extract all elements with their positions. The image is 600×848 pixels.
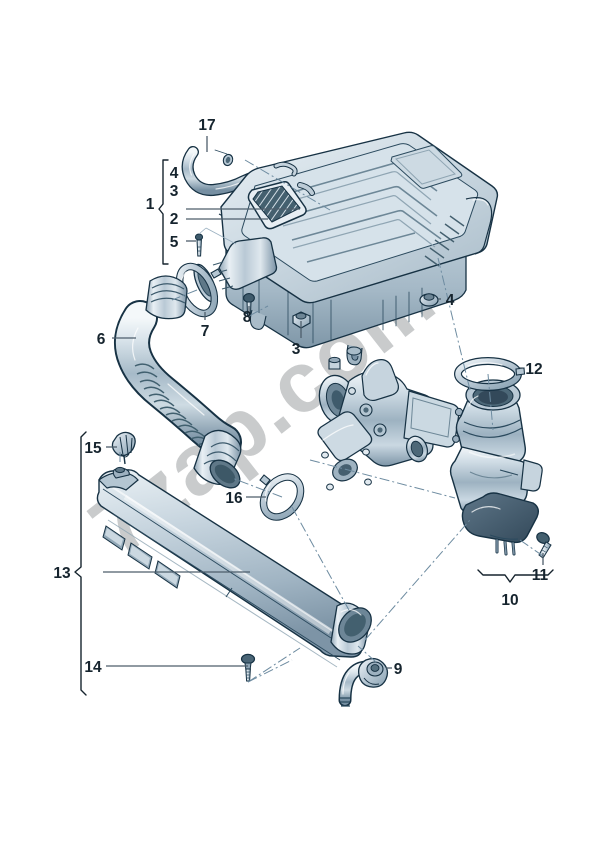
callout-16: 16 — [225, 490, 243, 507]
hose-bellows — [134, 363, 219, 450]
part-15-retaining-clip — [111, 431, 136, 465]
axis-duct-throttle — [364, 519, 471, 641]
callout-9: 9 — [394, 661, 403, 678]
callout-5: 5 — [170, 234, 179, 251]
callout-11: 11 — [532, 567, 549, 584]
callout-4-upper: 4 — [170, 165, 179, 182]
part-16-hose-clamp-lower — [259, 473, 305, 521]
axis-clamp12-throttle — [487, 373, 494, 431]
callout-3-upper: 3 — [170, 183, 179, 200]
bracket-group-1 — [158, 159, 169, 265]
axis-bolt14-duct — [247, 659, 293, 683]
part-13-air-intake-duct — [96, 466, 372, 668]
part-4-rubber-mount-right — [419, 293, 439, 307]
part-12-hose-clamp-throttle — [454, 357, 526, 391]
part-8-bolt — [243, 293, 255, 317]
part-9-breather-hose — [338, 657, 389, 707]
callout-12: 12 — [525, 361, 542, 378]
axis-bolt11-module — [519, 539, 544, 557]
axis-housing-throttle — [437, 257, 471, 391]
callout-8: 8 — [243, 309, 252, 326]
callout-3-lower: 3 — [292, 341, 301, 358]
hose-upper-cuff — [145, 275, 188, 320]
callout-13: 13 — [53, 565, 71, 582]
part-10-throttle-valve-module — [449, 379, 543, 556]
part-11-throttle-module-bolt — [536, 532, 552, 559]
axis-turbo-throttle — [309, 459, 456, 499]
callout-7: 7 — [201, 323, 210, 340]
axis-hose9-duct — [357, 645, 377, 663]
axis-bolt8-housing — [248, 305, 269, 317]
callout-17: 17 — [198, 117, 215, 134]
leader-lines — [103, 136, 544, 669]
axis-hose17-housing — [244, 159, 331, 211]
callout-2: 2 — [170, 211, 179, 228]
hose-lower-cuff — [193, 429, 242, 489]
axis-clamp16-hose — [231, 477, 283, 498]
duct-outlet-collar — [330, 602, 372, 655]
bracket-group-10 — [477, 569, 554, 583]
axis-clamp7-hose — [171, 289, 198, 301]
bracket-group-13 — [74, 431, 87, 696]
part-14-duct-bolt — [240, 653, 256, 682]
axis-bolt14-duct-b — [247, 647, 301, 683]
axis-clamp16-duct — [291, 506, 351, 613]
callout-labels: 1 2 3 4 5 6 7 8 3 4 9 10 11 12 13 14 15 … — [53, 117, 548, 678]
callout-1: 1 — [146, 196, 155, 213]
part-6-intake-air-hose — [113, 275, 242, 489]
part-1-air-filter-assembly — [193, 131, 499, 366]
breather-hose-connector — [358, 657, 389, 688]
assembly-axis-lines — [119, 159, 544, 683]
callout-14: 14 — [84, 659, 102, 676]
callout-6: 6 — [97, 331, 106, 348]
part-5-socket-bolt — [194, 233, 204, 257]
callout-15: 15 — [84, 440, 102, 457]
part-3-hex-nut-lower — [292, 311, 311, 329]
callout-4-right: 4 — [446, 292, 455, 309]
callout-10: 10 — [501, 592, 518, 609]
turbocharger-assembly — [317, 356, 464, 491]
